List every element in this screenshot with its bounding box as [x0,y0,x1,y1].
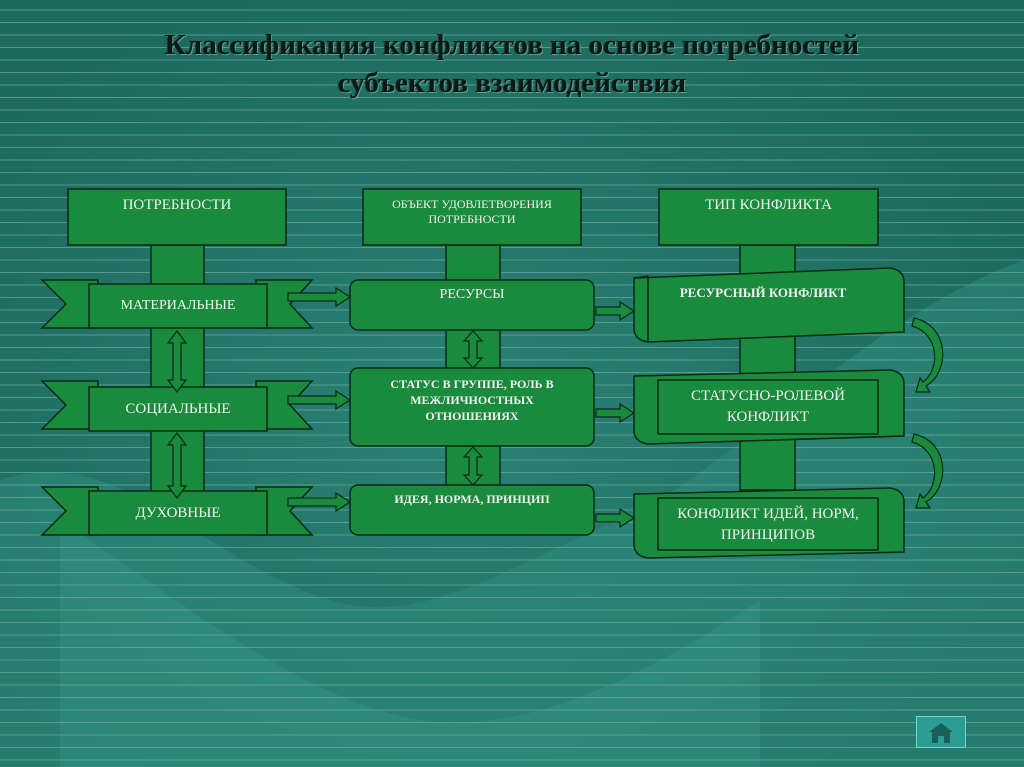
type-banner-status [633,369,905,445]
object-label-status: СТАТУС В ГРУППЕ, РОЛЬ В МЕЖЛИЧНОСТНЫХ ОТ… [390,377,554,423]
need-label-social: СОЦИАЛЬНЫЕ [125,400,231,417]
title-line-1: Классификация конфликтов на основе потре… [164,29,860,61]
arrow-object-to-type-1 [595,300,636,322]
double-arrow-objects-2 [462,446,484,486]
arrow-need-to-object-2 [287,389,352,411]
double-arrow-needs-2 [166,432,188,499]
arrow-need-to-object-3 [287,491,352,513]
type-label-status: СТАТУСНО-РОЛЕВОЙ КОНФЛИКТ [691,388,845,425]
object-label-idea: ИДЕЯ, НОРМА, ПРИНЦИП [394,491,550,506]
type-header-box [658,188,879,246]
arrow-object-to-type-2 [595,402,636,424]
double-arrow-objects-1 [462,330,484,369]
type-header-label: ТИП КОНФЛИКТА [705,196,832,213]
slide-title: Классификация конфликтов на основе потре… [0,26,1024,102]
home-button[interactable] [916,716,966,748]
type-banner-ideas [633,487,905,559]
double-arrow-needs-1 [166,330,188,393]
home-icon [929,723,953,743]
curved-arrow-2 [911,433,944,509]
object-label-resources: РЕСУРСЫ [439,287,505,302]
need-ribbon-social [40,380,314,432]
arrow-object-to-type-3 [595,507,636,529]
need-ribbon-material [40,279,314,329]
need-label-material: МАТЕРИАЛЬНЫЕ [120,298,236,313]
type-label-resource: РЕСУРСНЫЙ КОНФЛИКТ [679,285,847,300]
needs-header-label: ПОТРЕБНОСТИ [122,196,232,213]
object-box-idea [349,484,595,536]
object-header-label: ОБЪЕКТ УДОВЛЕТВОРЕНИЯ ПОТРЕБНОСТИ [392,197,552,226]
need-ribbon-spiritual [40,486,314,536]
curved-arrow-1 [911,317,944,393]
object-box-resources [349,279,595,331]
object-header-box [362,188,582,246]
title-line-2: субъектов взаимодействия [337,67,687,99]
need-label-spiritual: ДУХОВНЫЕ [135,504,221,521]
needs-header-box [67,188,287,246]
arrow-need-to-object-1 [287,286,352,308]
object-box-status [349,367,595,447]
type-banner-resource [633,267,905,343]
type-label-ideas: КОНФЛИКТ ИДЕЙ, НОРМ, ПРИНЦИПОВ [677,506,859,543]
